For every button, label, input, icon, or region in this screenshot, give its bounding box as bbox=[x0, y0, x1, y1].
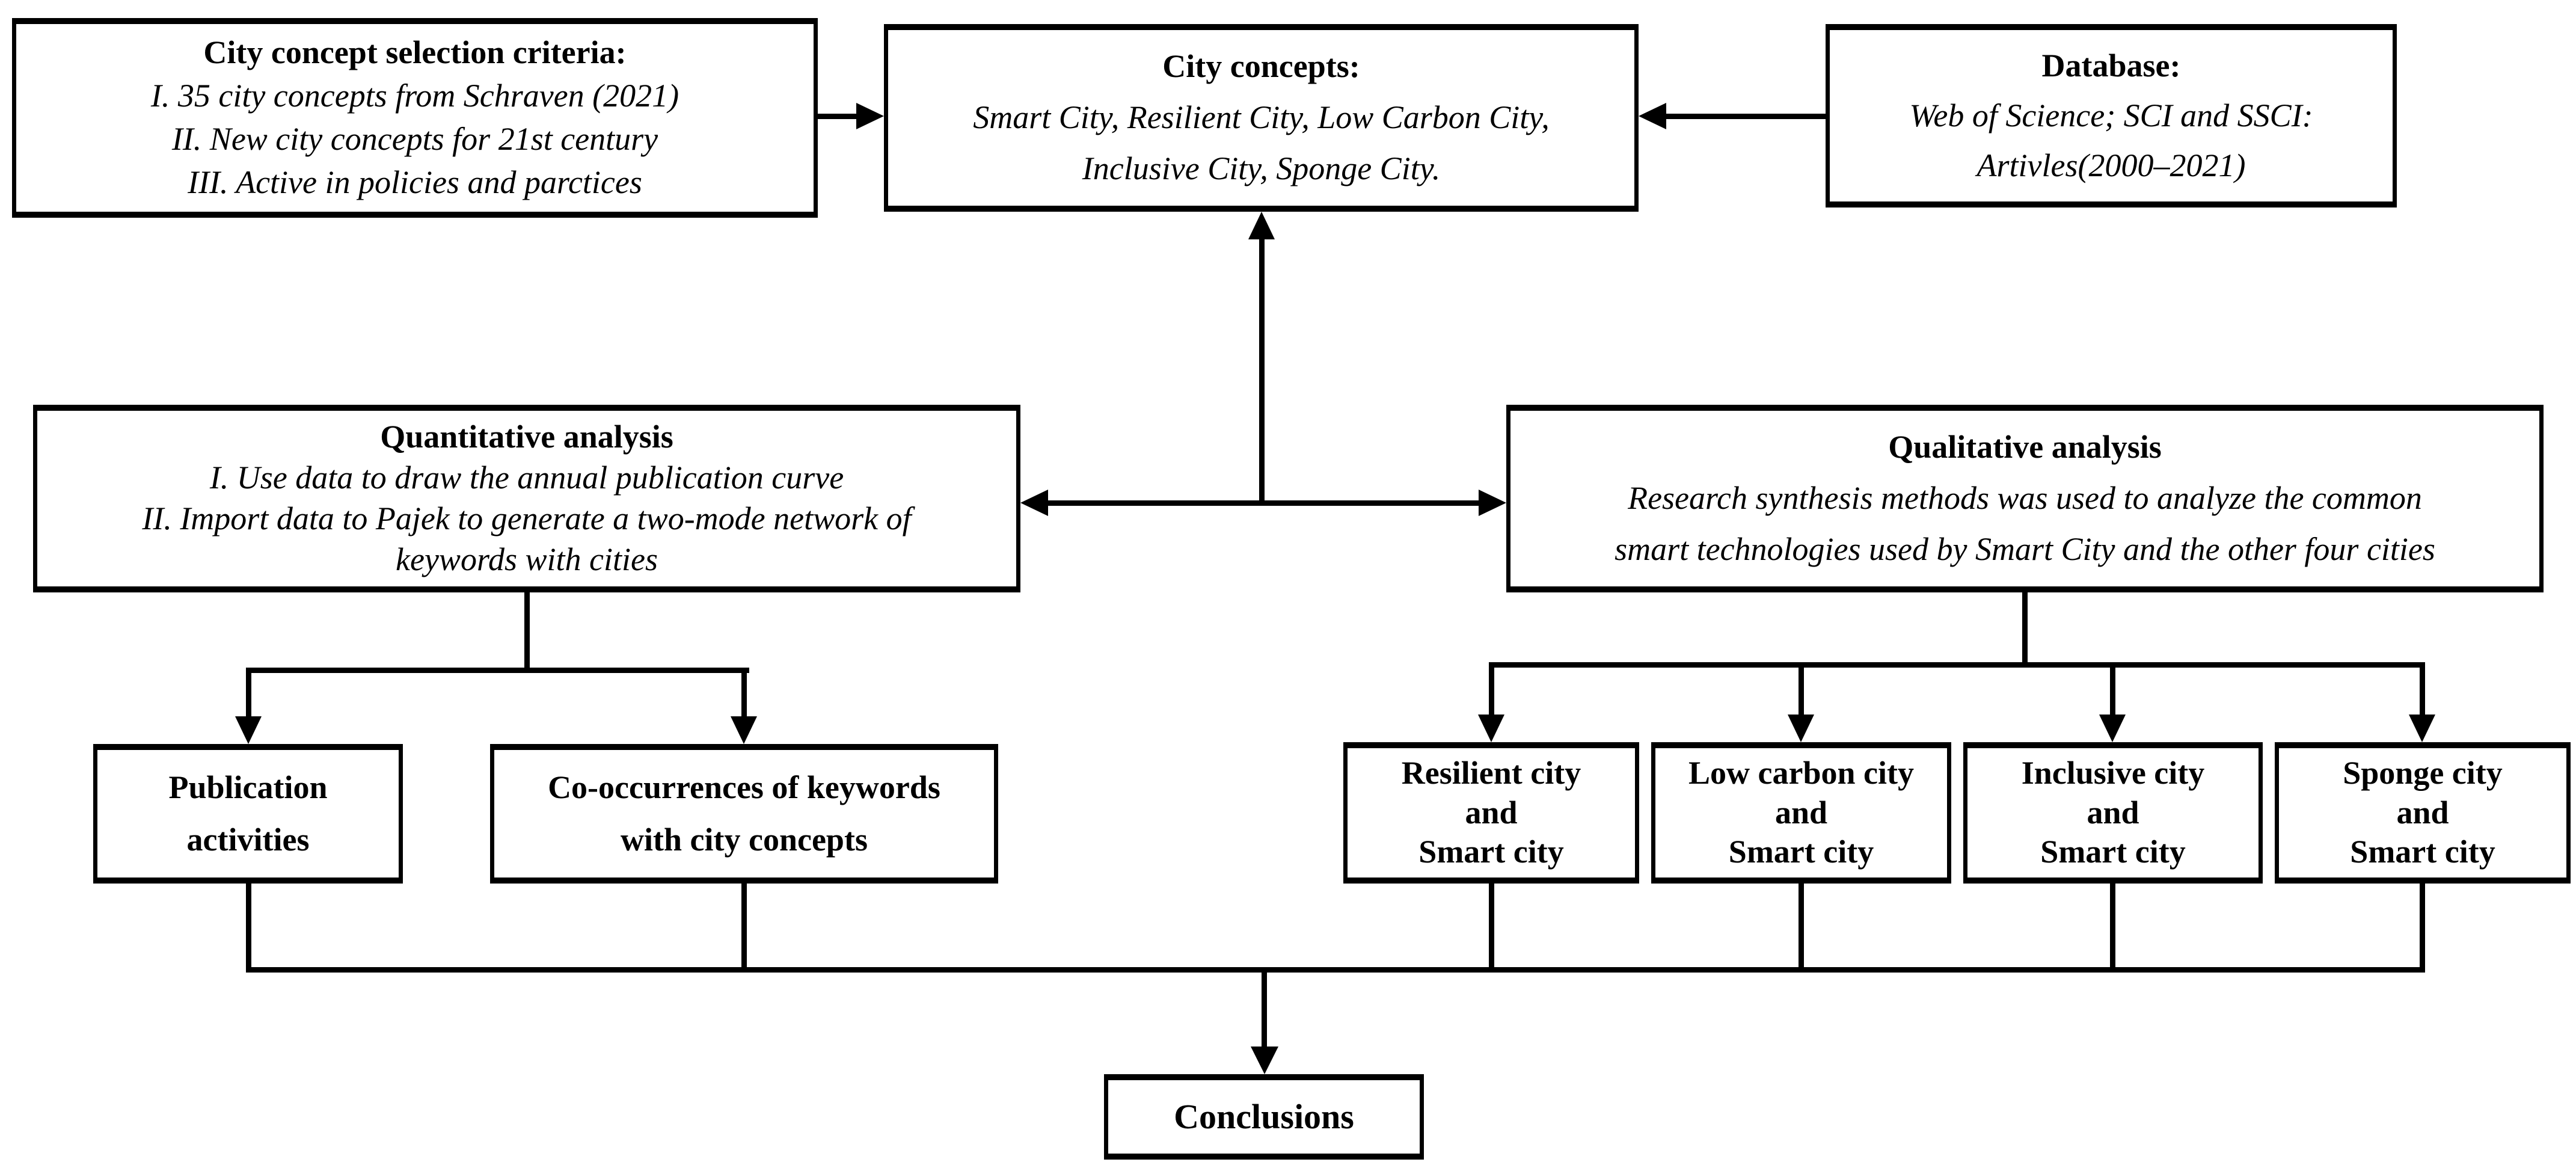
sponge-line-2: and bbox=[2396, 794, 2449, 831]
box-inclusive-smart-city: Inclusive city and Smart city bbox=[1963, 742, 2263, 884]
arrowhead-up-to-concepts bbox=[1248, 212, 1275, 239]
box-city-concept-selection-criteria: City concept selection criteria: I. 35 c… bbox=[12, 18, 818, 218]
box-qualitative-analysis: Qualitative analysis Research synthesis … bbox=[1506, 405, 2544, 592]
publication-line-1: Publication bbox=[168, 769, 328, 806]
inclusive-line-1: Inclusive city bbox=[2021, 755, 2205, 791]
connector-qualitative-stub bbox=[2022, 591, 2028, 668]
qualitative-title: Qualitative analysis bbox=[1888, 429, 2162, 466]
box-database: Database: Web of Science; SCI and SSCI: … bbox=[1826, 24, 2397, 207]
resilient-line-1: Resilient city bbox=[1401, 755, 1581, 791]
box-city-concepts: City concepts: Smart City, Resilient Cit… bbox=[884, 24, 1639, 212]
feeder-inclusive bbox=[2110, 882, 2115, 970]
connector-bus-to-conclusions-shaft bbox=[1262, 967, 1267, 1048]
criteria-line-2: II. New city concepts for 21st century bbox=[171, 121, 658, 158]
box-lowcarbon-smart-city: Low carbon city and Smart city bbox=[1651, 742, 1951, 884]
arrowhead-criteria-to-concepts bbox=[856, 103, 884, 129]
arrowhead-bus-to-conclusions bbox=[1251, 1047, 1278, 1074]
concepts-line-2: Inclusive City, Sponge City. bbox=[1082, 150, 1441, 187]
connector-left-split-line bbox=[246, 668, 749, 673]
criteria-title: City concept selection criteria: bbox=[203, 34, 627, 71]
sponge-line-3: Smart city bbox=[2350, 834, 2495, 870]
connector-quantitative-stub bbox=[524, 591, 530, 673]
box-conclusions: Conclusions bbox=[1104, 1074, 1424, 1160]
cooccurrence-line-1: Co-occurrences of keywords bbox=[548, 769, 940, 806]
connector-right-split-line bbox=[1489, 662, 2425, 668]
connector-drop-sponge-shaft bbox=[2420, 662, 2425, 718]
arrowhead-drop-publication bbox=[235, 716, 262, 744]
arrowhead-drop-sponge bbox=[2409, 715, 2435, 742]
inclusive-line-2: and bbox=[2087, 794, 2139, 831]
connector-drop-inclusive-shaft bbox=[2110, 662, 2115, 718]
database-line-2: Artivles(2000–2021) bbox=[1976, 147, 2246, 183]
connector-drop-resilient-shaft bbox=[1489, 662, 1494, 718]
publication-line-2: activities bbox=[186, 821, 310, 858]
box-publication-activities: Publication activities bbox=[93, 744, 403, 884]
connector-criteria-to-concepts-shaft bbox=[818, 114, 862, 119]
cooccurrence-line-2: with city concepts bbox=[621, 821, 868, 858]
feeder-resilient bbox=[1489, 882, 1494, 970]
arrowhead-to-quantitative bbox=[1020, 490, 1048, 516]
qualitative-line-2: smart technologies used by Smart City an… bbox=[1615, 531, 2435, 568]
connector-center-vertical bbox=[1259, 237, 1265, 505]
box-sponge-smart-city: Sponge city and Smart city bbox=[2275, 742, 2571, 884]
lowcarbon-line-2: and bbox=[1774, 794, 1828, 831]
feeder-cooccurrence bbox=[741, 882, 747, 970]
arrowhead-to-qualitative bbox=[1479, 490, 1506, 516]
resilient-line-3: Smart city bbox=[1418, 834, 1564, 870]
arrowhead-drop-inclusive bbox=[2099, 715, 2126, 742]
sponge-line-1: Sponge city bbox=[2343, 755, 2503, 791]
inclusive-line-3: Smart city bbox=[2040, 834, 2186, 870]
criteria-line-1: I. 35 city concepts from Schraven (2021) bbox=[150, 78, 679, 114]
conclusions-title: Conclusions bbox=[1174, 1097, 1354, 1137]
quantitative-line-1: I. Use data to draw the annual publicati… bbox=[209, 460, 844, 496]
concepts-title: City concepts: bbox=[1162, 48, 1360, 85]
quantitative-line-3: keywords with cities bbox=[396, 541, 658, 578]
connector-drop-publication-shaft bbox=[246, 668, 251, 721]
connector-drop-cooccurrence-shaft bbox=[741, 668, 747, 721]
arrowhead-drop-lowcarbon bbox=[1788, 715, 1814, 742]
box-resilient-smart-city: Resilient city and Smart city bbox=[1343, 742, 1639, 884]
feeder-sponge bbox=[2420, 882, 2425, 970]
quantitative-line-2: II. Import data to Pajek to generate a t… bbox=[142, 500, 912, 537]
lowcarbon-line-1: Low carbon city bbox=[1688, 755, 1914, 791]
connector-center-horizontal-shaft bbox=[1046, 500, 1481, 506]
box-cooccurrences-keywords: Co-occurrences of keywords with city con… bbox=[490, 744, 998, 884]
connector-drop-lowcarbon-shaft bbox=[1799, 662, 1804, 718]
connector-database-to-concepts-shaft bbox=[1663, 114, 1826, 119]
database-line-1: Web of Science; SCI and SSCI: bbox=[1909, 97, 2313, 134]
concepts-line-1: Smart City, Resilient City, Low Carbon C… bbox=[973, 99, 1550, 136]
connector-bus-line bbox=[246, 967, 2425, 973]
qualitative-line-1: Research synthesis methods was used to a… bbox=[1628, 480, 2422, 517]
arrowhead-database-to-concepts bbox=[1639, 103, 1666, 129]
arrowhead-drop-resilient bbox=[1478, 715, 1504, 742]
criteria-line-3: III. Active in policies and parctices bbox=[188, 164, 642, 201]
arrowhead-drop-cooccurrence bbox=[731, 716, 757, 744]
feeder-publication bbox=[246, 882, 251, 970]
box-quantitative-analysis: Quantitative analysis I. Use data to dra… bbox=[33, 405, 1020, 592]
feeder-lowcarbon bbox=[1799, 882, 1804, 970]
lowcarbon-line-3: Smart city bbox=[1728, 834, 1874, 870]
quantitative-title: Quantitative analysis bbox=[380, 419, 673, 455]
resilient-line-2: and bbox=[1465, 794, 1518, 831]
database-title: Database: bbox=[2041, 47, 2181, 84]
